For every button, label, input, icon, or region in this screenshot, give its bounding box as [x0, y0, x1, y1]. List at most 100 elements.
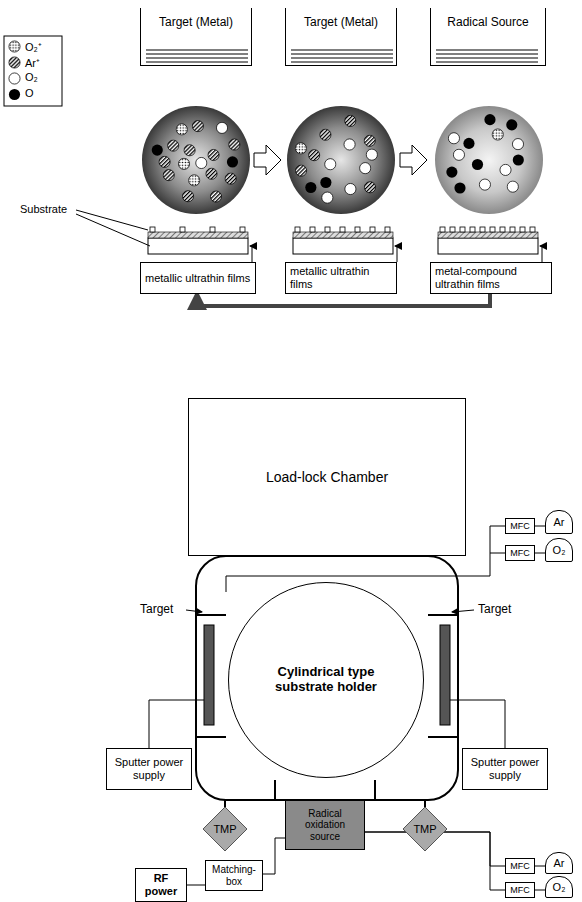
node-label: Target (Metal)	[304, 16, 378, 30]
node-label: RF power	[139, 872, 183, 897]
film-island	[370, 227, 375, 232]
mfc-box: MFC	[505, 858, 535, 874]
target-layers	[146, 50, 538, 62]
film-island	[490, 227, 495, 232]
target-layer	[291, 57, 393, 59]
gas-cylinder: Ar	[545, 510, 573, 534]
node-label: Ar	[554, 857, 565, 870]
target-layer	[291, 61, 393, 63]
connector	[535, 526, 545, 527]
leader-line	[76, 210, 150, 246]
gas-cylinder: Ar	[545, 852, 573, 874]
radical-source-box: Radical Source	[430, 8, 546, 66]
target-layer	[436, 53, 538, 55]
particle	[345, 115, 356, 126]
particle	[206, 168, 217, 179]
particle	[159, 156, 170, 167]
film-island	[385, 227, 390, 232]
node-text-group: metal-compound ultrathin films	[435, 265, 547, 290]
particle	[500, 164, 511, 175]
particle	[513, 154, 524, 165]
gas-cylinder: O₂	[545, 538, 573, 562]
film-label-box: metallic ultrathin films	[140, 262, 256, 294]
pointer-arrow	[540, 246, 542, 262]
node-label: TMP	[213, 823, 236, 836]
substrate	[293, 232, 393, 238]
pump-diamond: TMP	[202, 806, 248, 852]
node-label: Cylindrical type substrate holder	[259, 665, 393, 695]
pointer-arrow	[250, 246, 252, 262]
node-text-group: Sputter power supply	[466, 756, 544, 781]
process-arrow	[254, 145, 281, 175]
substrate-stage	[148, 227, 542, 262]
node-text-group: Ar	[554, 516, 565, 529]
connector	[535, 890, 545, 891]
connector	[197, 294, 490, 306]
stage	[148, 238, 248, 254]
film-island	[355, 227, 360, 232]
particle	[366, 149, 377, 160]
matching-box: Matching-box	[205, 860, 263, 891]
node-text-group: Cylindrical type substrate holder	[259, 665, 393, 695]
process-arrow	[400, 145, 427, 175]
particle	[446, 167, 457, 178]
target-layer	[291, 49, 393, 51]
diamond-outline	[403, 807, 447, 851]
target-layer	[146, 61, 248, 63]
target-layer	[436, 49, 538, 51]
target-label: Target	[478, 602, 511, 616]
particle	[364, 135, 375, 146]
node-text-group: MFC	[510, 548, 530, 558]
particle	[360, 163, 371, 174]
node-label: Ar	[554, 516, 565, 529]
stage	[438, 238, 538, 254]
stage	[293, 238, 393, 254]
node-text-group: O₂	[553, 881, 566, 894]
particle	[225, 173, 236, 184]
gas-cylinder: O₂	[545, 876, 573, 898]
node-text-group: TMP	[413, 823, 436, 836]
film-island	[325, 227, 330, 232]
particle	[364, 182, 375, 193]
particle	[463, 138, 474, 149]
substrate	[148, 232, 248, 238]
power-supply-box: Sputter power supply	[462, 748, 548, 790]
rf-power-box: RF power	[135, 868, 187, 902]
node-label: O₂	[553, 544, 566, 557]
connector	[187, 885, 205, 886]
particle	[210, 191, 221, 202]
power-supply-box: Sputter power supply	[106, 748, 192, 790]
load-lock-chamber: Load-lock Chamber	[188, 398, 466, 556]
particle	[196, 157, 207, 168]
part-label: Substrate	[20, 203, 67, 215]
process-chamber	[196, 556, 458, 800]
plasma-sphere	[287, 106, 395, 214]
film-island	[520, 227, 525, 232]
node-text-group: O₂	[553, 544, 566, 557]
particle	[176, 124, 187, 135]
film-label-box: metal-compound ultrathin films	[430, 262, 552, 294]
target-box: Target (Metal)	[140, 8, 252, 66]
node-label: Radical Source	[447, 16, 528, 30]
particle	[507, 181, 518, 192]
node-label: MFC	[510, 548, 530, 558]
particle	[182, 191, 193, 202]
particle	[163, 170, 174, 181]
pump-diamond: TMP	[402, 806, 448, 852]
particle	[229, 139, 240, 150]
film-label-box: metallic ultrathin films	[285, 262, 397, 294]
particle	[322, 192, 333, 203]
target-plate	[204, 625, 214, 725]
legend-label: O₂	[25, 71, 38, 83]
target-layer	[146, 57, 248, 59]
node-label: metal-compound ultrathin films	[435, 265, 547, 290]
particle	[216, 122, 227, 133]
film-island	[530, 227, 535, 232]
particle	[152, 145, 163, 156]
plasma-sphere	[435, 106, 543, 214]
node-label: MFC	[510, 521, 530, 531]
particle	[448, 133, 459, 144]
legend-label: O₂⁺	[25, 39, 42, 54]
particle	[309, 150, 320, 161]
particle	[512, 139, 523, 150]
